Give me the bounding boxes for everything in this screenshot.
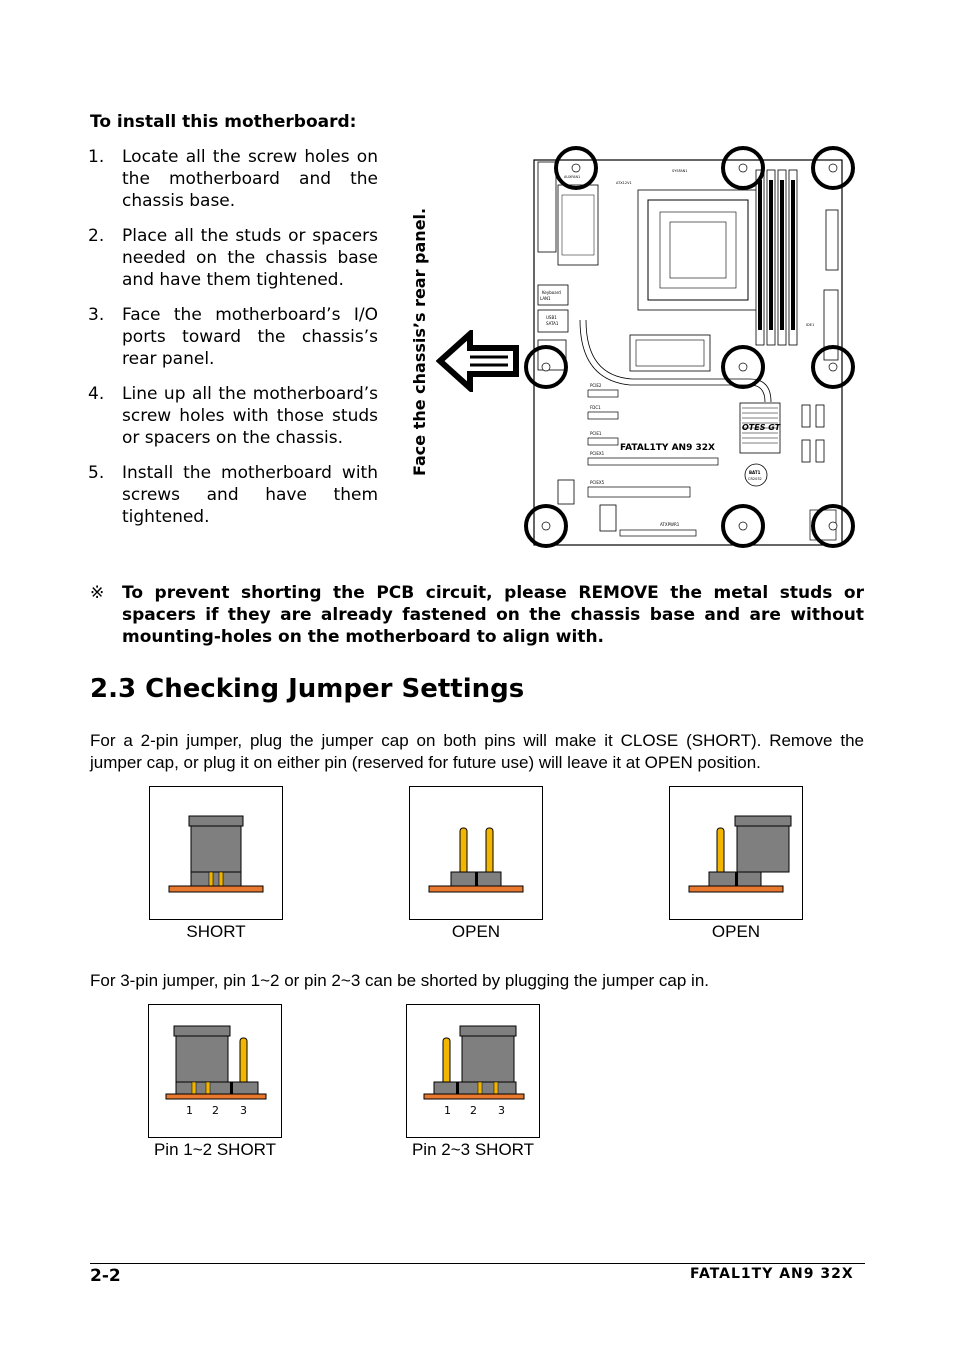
board-label: LAN1 [540,296,551,301]
jumper-open-diagram [409,786,543,920]
board-label: AUXFAN1 [564,175,580,179]
pin-number: 3 [240,1104,247,1117]
page-number: 2-2 [90,1266,121,1286]
jumper-pin12-diagram: 1 2 3 [148,1004,282,1138]
board-label: ATXPWR1 [660,522,680,527]
heatsink-label: OTES GT [742,423,781,432]
board-label: FDC1 [590,405,601,410]
jumper-short-diagram [149,786,283,920]
caption-short: SHORT [186,922,246,941]
left-arrow-icon [436,330,519,392]
mouse-keyboard-port [537,284,569,306]
section-title: 2.3 Checking Jumper Settings [90,674,525,704]
pin-number: 1 [444,1104,451,1117]
note-text: To prevent shorting the PCB circuit, ple… [122,583,864,647]
board-label: PCIEX5 [590,480,605,485]
caption-pin23: Pin 2~3 SHORT [411,1140,535,1159]
jumper-pin23-diagram: 1 2 3 [406,1004,540,1138]
pin-number: 1 [186,1104,193,1117]
rear-panel-label: Face the chassis’s rear panel. [410,207,429,476]
warning-note: ※ To prevent shorting the PCB circuit, p… [90,582,864,648]
caption-pin12: Pin 1~2 SHORT [153,1140,277,1159]
install-step: 1.Locate all the screw holes on the moth… [88,147,378,211]
board-label: USB1 [546,315,557,320]
board-label: PCIE1 [590,431,602,436]
board-label: BAT1 [749,470,761,475]
install-step: 3.Face the motherboard’s I/O ports towar… [88,305,378,369]
footer-brand: FATAL1TY AN9 32X [690,1266,854,1282]
install-step: 4.Line up all the motherboard’s screw ho… [88,384,378,448]
board-label: IDE1 [806,323,814,327]
pin-number: 3 [498,1104,505,1117]
board-label: ATX12V1 [616,181,632,185]
board-label: SYSFAN1 [672,169,688,173]
jumper-open-cap-diagram [669,786,803,920]
caption-open-2: OPEN [711,922,761,941]
caption-open-1: OPEN [451,922,501,941]
note-mark: ※ [90,583,105,603]
install-step: 5.Install the motherboard with screws an… [88,463,378,527]
two-pin-description: For a 2-pin jumper, plug the jumper cap … [90,731,864,772]
board-label: PCIEX1 [590,451,605,456]
board-brand: FATAL1TY AN9 32X [620,443,715,453]
install-title: To install this motherboard: [90,112,357,132]
pin-number: 2 [470,1104,477,1117]
install-step: 2.Place all the studs or spacers needed … [88,226,378,290]
screw-holes [524,146,855,548]
board-label: CR2032 [748,477,762,481]
pin-number: 2 [212,1104,219,1117]
board-label: PCIE2 [590,383,602,388]
motherboard-diagram: Keyboard LAN1 USB1 SATA1 PCIE2 FDC1 PCIE… [524,146,855,548]
footer-divider [90,1263,865,1264]
three-pin-description: For 3-pin jumper, pin 1~2 or pin 2~3 can… [90,971,709,990]
board-label: Keyboard [542,290,561,295]
install-steps: 1.Locate all the screw holes on the moth… [88,146,378,541]
board-label: SATA1 [546,321,559,326]
